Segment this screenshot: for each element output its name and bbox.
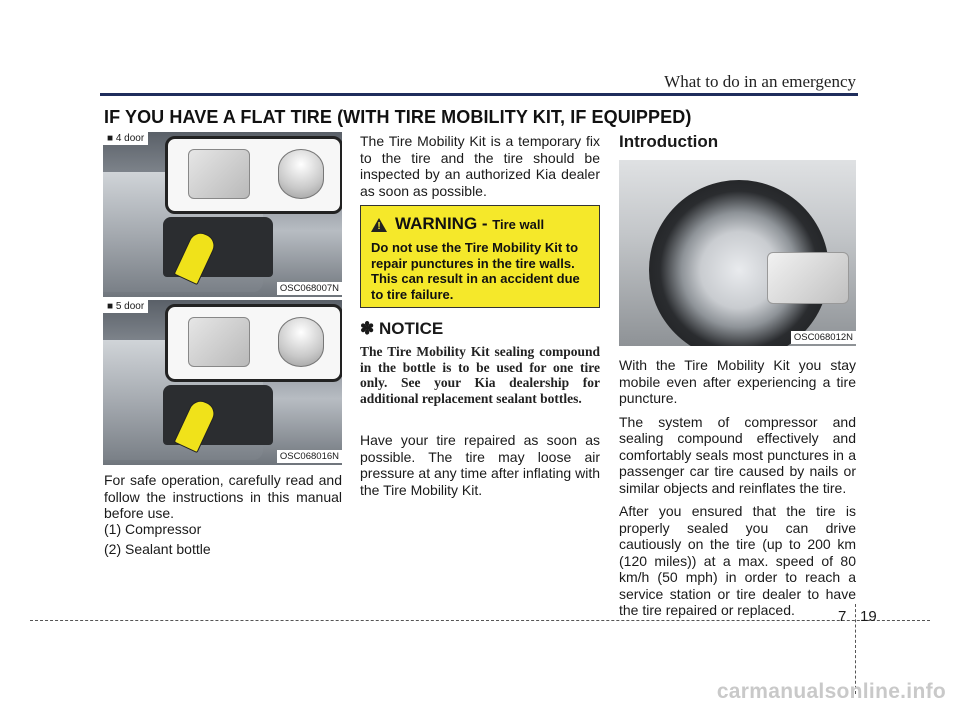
figure-code: OSC068007N [276,282,342,295]
header-rule [100,93,858,96]
sealant-bottle-illustration [278,317,324,367]
list-item-compressor: (1) Compressor [104,521,202,537]
figure-code: OSC068016N [276,450,342,463]
warning-subtitle: Tire wall [492,217,545,232]
compressor-illustration [188,317,250,367]
notice-text: The Tire Mobility Kit sealing compound i… [360,344,600,406]
footer-rule [30,620,930,621]
section-title: IF YOU HAVE A FLAT TIRE (WITH TIRE MOBIL… [104,107,692,127]
figure-label: ■ 5 door [103,300,149,313]
intro-paragraph-2: The system of compressor and sealing com… [619,413,856,496]
warning-box: ! WARNING - Tire wall Do not use the Tir… [360,205,600,308]
watermark: carmanualsonline.info [716,680,946,703]
intro-paragraph: The Tire Mobility Kit is a temporary fix… [360,133,600,199]
notice-title: ✽ NOTICE [360,319,444,338]
warning-label: WARNING - [395,214,488,233]
warning-triangle-icon [371,218,387,232]
compressor-illustration [188,149,250,199]
chapter-number: 7 [838,608,847,625]
repair-paragraph: Have your tire repaired as soon as possi… [360,432,600,498]
introduction-heading: Introduction [619,132,719,151]
kit-inset [165,304,342,382]
safety-paragraph: For safe operation, carefully read and f… [104,472,342,521]
tire-mobility-kit-illustration [767,252,849,304]
intro-paragraph-3: After you ensured that the tire is prope… [619,503,856,618]
footer-divider [855,604,856,694]
warning-title: WARNING - Tire wall [395,214,544,234]
list-item-sealant-bottle: (2) Sealant bottle [104,541,211,557]
figure-tire-kit: OSC068012N [619,160,856,346]
intro-paragraph-1: With the Tire Mobility Kit you stay mobi… [619,357,856,406]
figure-5-door: ■ 5 door OSC068016N [103,300,342,465]
figure-4-door: ■ 4 door OSC068007N [103,132,342,297]
chapter-title: What to do in an emergency [664,72,856,91]
kit-inset [165,136,342,214]
figure-code: OSC068012N [790,331,856,344]
exclamation-icon: ! [377,221,381,232]
introduction-text: With the Tire Mobility Kit you stay mobi… [619,357,856,626]
figure-label: ■ 4 door [103,132,149,145]
warning-text: Do not use the Tire Mobility Kit to repa… [371,240,580,302]
page-number: 19 [860,608,877,625]
sealant-bottle-illustration [278,149,324,199]
